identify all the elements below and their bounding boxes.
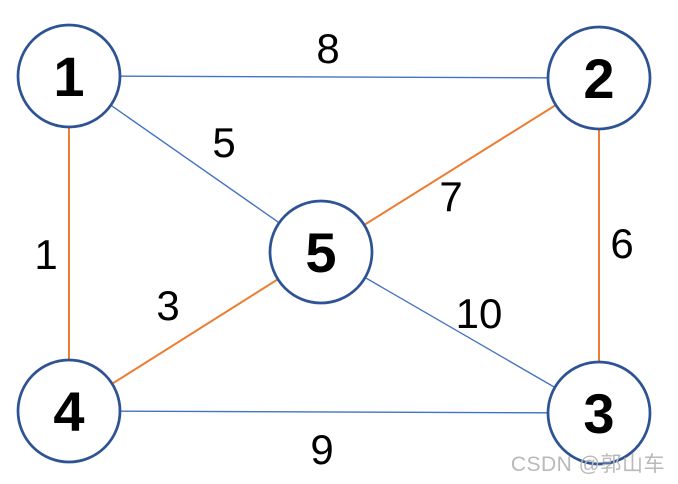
- edge-4-3: [68, 410, 600, 414]
- node-4-circle: [16, 358, 122, 464]
- node-3-circle: [546, 360, 652, 466]
- edge-4-5-weight: 3: [156, 282, 179, 329]
- edge-2-5-weight: 7: [439, 173, 462, 220]
- edge-5-3: [320, 251, 600, 414]
- edge-2-5: [320, 77, 600, 253]
- edge-1-2-weight: 8: [316, 25, 339, 72]
- edge-1-4-weight: 1: [34, 231, 57, 278]
- node-3-label: 3: [583, 382, 614, 445]
- node-2-label: 2: [583, 47, 614, 110]
- node-1-circle: [16, 23, 122, 129]
- node-2-circle: [546, 25, 652, 131]
- edge-5-3-weight: 10: [456, 290, 503, 337]
- edge-1-5-weight: 5: [212, 119, 235, 166]
- node-4-label: 4: [53, 380, 84, 443]
- node-5-label: 5: [305, 221, 336, 284]
- watermark: CSDN @郭山车: [510, 453, 665, 476]
- edge-2-3-weight: 6: [610, 220, 633, 267]
- edge-4-3-weight: 9: [310, 426, 333, 473]
- node-5-circle: [268, 199, 374, 305]
- edge-1-2: [68, 75, 600, 79]
- node-1-label: 1: [53, 45, 84, 108]
